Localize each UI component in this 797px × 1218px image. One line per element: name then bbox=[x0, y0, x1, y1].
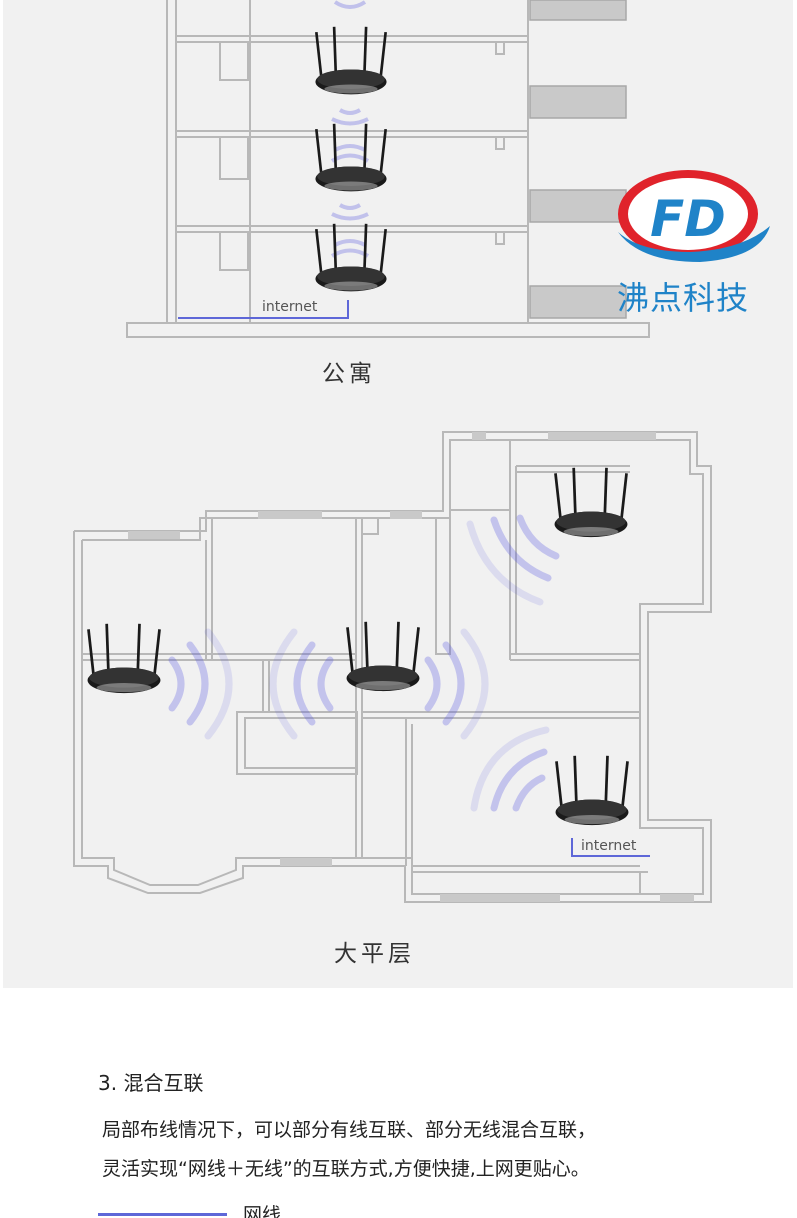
router-flat-northeast bbox=[553, 466, 629, 539]
section-title: 3. 混合互联 bbox=[98, 1071, 204, 1095]
router-flat-southeast bbox=[554, 754, 630, 827]
section-description-line-2: 灵活实现“网线＋无线”的互联方式,方便快捷,上网更贴心。 bbox=[102, 1158, 590, 1180]
section-description-line-1: 局部布线情况下，可以部分有线互联、部分无线混合互联， bbox=[102, 1119, 597, 1141]
brand-logo: FD bbox=[618, 170, 770, 262]
flat-caption: 大平层 bbox=[334, 941, 415, 967]
network-diagram: internet bbox=[73, 0, 770, 903]
wired-legend-label: 网线 bbox=[243, 1204, 282, 1218]
flat-wired-line bbox=[571, 838, 650, 857]
balcony-railings bbox=[529, 0, 627, 319]
flat-floorplan bbox=[73, 431, 712, 903]
diagram-panel bbox=[3, 0, 793, 988]
router-flat-west bbox=[86, 622, 162, 695]
apartment-signal-waves bbox=[330, 0, 370, 258]
router-floor-2 bbox=[313, 122, 389, 193]
wired-legend-swatch bbox=[98, 1213, 227, 1216]
brand-name: 沸点科技 bbox=[617, 279, 750, 317]
logo-letters: FD bbox=[650, 190, 726, 248]
internet-label-apartment: internet bbox=[262, 299, 318, 315]
router-floor-1 bbox=[313, 222, 389, 293]
flat-windows bbox=[128, 432, 694, 902]
apartment-building bbox=[126, 0, 650, 338]
internet-label-flat: internet bbox=[581, 838, 637, 854]
router-flat-center bbox=[345, 620, 421, 693]
flat-signal-waves bbox=[168, 514, 560, 812]
apartment-wired-line bbox=[178, 300, 349, 319]
apartment-caption: 公寓 bbox=[322, 361, 376, 387]
